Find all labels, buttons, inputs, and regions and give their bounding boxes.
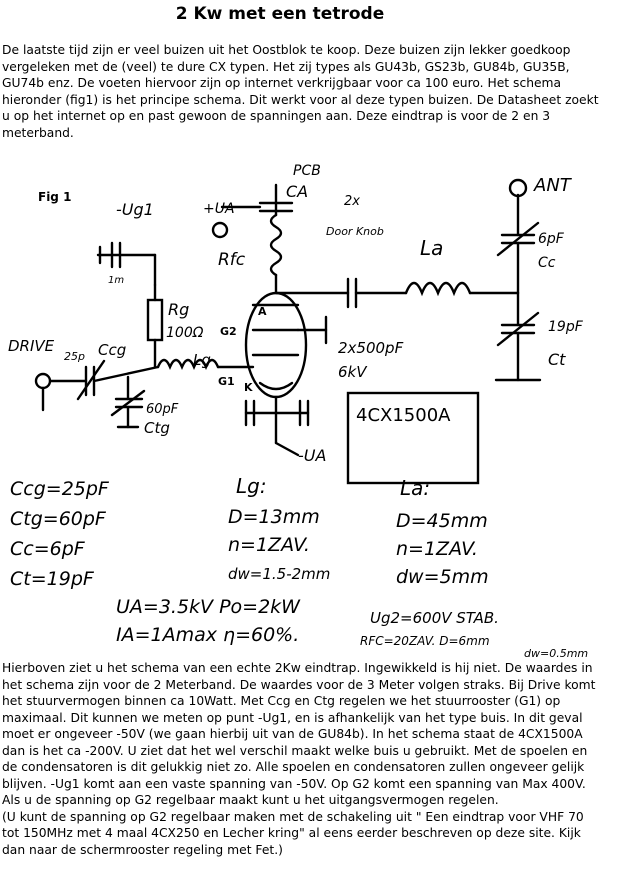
caps-kv: 6kV [338, 363, 368, 381]
lg-coil-label: Lg [193, 351, 211, 369]
doorknob-label: Door Knob [326, 225, 384, 238]
body-line: dan is het ca -200V. U ziet dat het wel … [2, 743, 588, 758]
body-line: (U kunt de spanning op G2 regelbaar make… [2, 809, 584, 824]
value-cc: Cc=6pF [10, 538, 86, 560]
schematic-figure: Fig 1 PCB CA +UA -Ug1 1m Rfc Rg 100Ω Lg … [8, 155, 608, 660]
intro-line: vergeleken met de (veel) te dure CX type… [2, 59, 570, 74]
ug2-line: Ug2=600V STAB. [370, 609, 499, 627]
body-paragraph: Hierboven ziet u het schema van een echt… [2, 660, 632, 858]
la-wire: dw=5mm [396, 566, 489, 588]
body-line: dan naar de schermrooster regeling met F… [2, 842, 283, 857]
pin-cathode: K [244, 381, 253, 394]
two-x-label: 2x [344, 194, 360, 209]
ctg-label: Ctg [144, 419, 170, 437]
drive-label: DRIVE [8, 337, 55, 355]
rfc-spec: RFC=20ZAV. D=6mm [360, 634, 490, 648]
intro-line: GU74b enz. De voeten hiervoor zijn op in… [2, 76, 562, 90]
schematic-drawing: Fig 1 PCB CA +UA -Ug1 1m Rfc Rg 100Ω Lg … [8, 163, 588, 660]
body-line: moet er ongeveer -50V (we gaan hierbij u… [2, 727, 583, 741]
body-line: de condensatoren is dit gelukkig niet zo… [2, 760, 585, 774]
lg-wire: dw=1.5-2mm [228, 565, 330, 583]
one-m-label: 1m [108, 275, 124, 286]
intro-line: meterband. [2, 125, 74, 140]
intro-line: u op het internet op en past gewoon de s… [2, 109, 551, 123]
minus-ug1-label: -Ug1 [116, 200, 154, 219]
pin-anode: A [258, 305, 267, 318]
pcb-label: PCB [293, 163, 321, 179]
ant-label: ANT [533, 175, 573, 196]
body-line: tot 150MHz met 4 maal 4CX250 en Lecher k… [2, 826, 581, 840]
la-turns: n=1ZAV. [396, 538, 478, 560]
caps-value: 2x500pF [338, 339, 404, 357]
value-ctg: Ctg=60pF [10, 508, 107, 530]
la-header: La: [400, 476, 430, 500]
cc-value: 6pF [538, 231, 565, 247]
body-line: blijven. -Ug1 komt aan een vaste spannin… [2, 776, 586, 791]
ua-terminal [211, 221, 229, 239]
intro-line: De laatste tijd zijn er veel buizen uit … [2, 43, 571, 57]
ant-connector [508, 178, 528, 198]
la-diameter: D=45mm [396, 510, 488, 532]
lg-turns: n=1ZAV. [228, 534, 310, 556]
plus-ua-label: +UA [203, 201, 235, 217]
ca-label: CA [286, 182, 308, 201]
body-line: Hierboven ziet u het schema van een echt… [2, 661, 593, 675]
body-line: Als u de spanning op G2 regelbaar maakt … [2, 793, 499, 807]
intro-paragraph: De laatste tijd zijn er veel buizen uit … [2, 42, 632, 141]
la-coil-label: La [420, 236, 443, 260]
minus-ua-label: -UA [298, 446, 326, 465]
value-ct: Ct=19pF [10, 568, 95, 590]
power-line-2: IA=1Amax η=60%. [116, 624, 299, 646]
ccg-label: Ccg [98, 341, 126, 359]
body-line: het schema zijn voor de 2 Meterband. De … [2, 677, 596, 692]
tube-type: 4CX1500A [356, 405, 451, 426]
page-title: 2 Kw met een tetrode [175, 4, 385, 24]
body-line: het stuurvermogen binnen ca 10Watt. Met … [2, 694, 561, 708]
pin-screen: G2 [220, 325, 237, 338]
ctg-value: 60pF [146, 402, 179, 417]
ct-value: 19pF [548, 319, 584, 335]
intro-line: hieronder (fig1) is het principe schema.… [2, 92, 599, 107]
rg-label: Rg [168, 300, 189, 319]
ct-label: Ct [548, 350, 566, 369]
lg-header: Lg: [236, 474, 267, 498]
rfc-spec-2: dw=0.5mm [524, 647, 588, 660]
value-ccg: Ccg=25pF [10, 478, 110, 500]
body-line: maximaal. Dit kunnen we meten op punt -U… [2, 710, 583, 725]
power-line-1: UA=3.5kV Po=2kW [116, 596, 301, 618]
drive-connector [34, 372, 52, 390]
cc-label: Cc [538, 255, 556, 271]
ccg-value: 25p [64, 350, 85, 363]
pin-grid: G1 [218, 375, 235, 388]
rfc-label: Rfc [218, 250, 246, 270]
lg-diameter: D=13mm [228, 506, 320, 528]
fig-label: Fig 1 [38, 190, 71, 204]
rg-value: 100Ω [166, 325, 204, 341]
